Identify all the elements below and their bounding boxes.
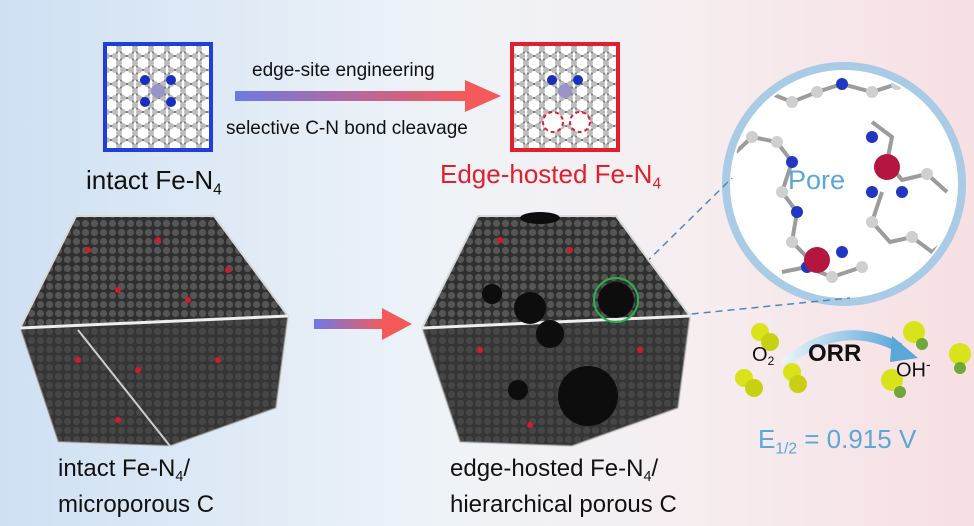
oh-molecules [881, 321, 971, 398]
intact-microporous-caption: intact Fe-N4/ microporous C [58, 455, 215, 519]
pore-label: Pore [788, 165, 846, 195]
arrow-label-bottom: selective C-N bond cleavage [226, 118, 468, 139]
edge-hosted-caption: Edge-hosted Fe-N4 [440, 159, 662, 193]
edge-fen4-panel [510, 42, 620, 152]
edge-hierarchical-caption: edge-hosted Fe-N4/ hierarchical porous C [450, 455, 677, 519]
oh-label: OH- [896, 356, 931, 382]
o2-molecules [735, 323, 807, 397]
o2-label: O2 [752, 344, 775, 369]
engineering-arrow [235, 78, 503, 114]
orr-label: ORR [808, 340, 862, 367]
half-wave-potential: E1/2 = 0.915 V [758, 424, 917, 458]
fen4-edge-site [547, 75, 583, 98]
intact-caption: intact Fe-N4 [86, 165, 222, 199]
pore-zoom-circle [722, 62, 966, 306]
transform-arrow-small [314, 306, 414, 342]
fen4-site [140, 75, 176, 107]
intact-fen4-panel [103, 42, 213, 152]
orr-curved-arrow [780, 322, 930, 372]
edge-hosted-polyhedron [420, 210, 702, 450]
arrow-label-top: edge-site engineering [252, 60, 435, 81]
intact-polyhedron [18, 210, 300, 450]
